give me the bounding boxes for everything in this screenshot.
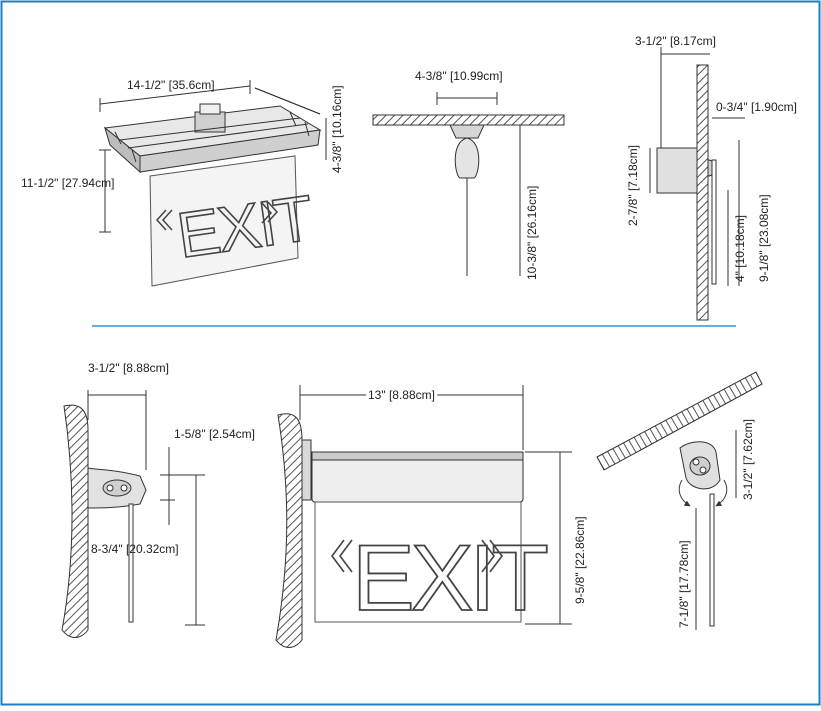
angled-mount-view xyxy=(596,371,763,630)
recessed-depth-label: 4-3/8" [10.16cm] xyxy=(330,85,344,173)
wall-bottom-projection-label: 3-1/2" [8.88cm] xyxy=(88,361,169,375)
front-exit-letters: EXIT xyxy=(352,525,548,630)
front-height-label: 9-5/8" [22.86cm] xyxy=(573,516,587,604)
angled-panel-label: 7-1/8" [17.78cm] xyxy=(677,540,691,628)
wall-top-mount-label: 2-7/8" [7.18cm] xyxy=(626,145,640,226)
pendant-drop-label: 10-3/8" [26.16cm] xyxy=(525,186,539,280)
wall-top-projection-label: 3-1/2" [8.17cm] xyxy=(635,34,716,48)
front-width-label: 13" [8.88cm] xyxy=(368,388,435,402)
wall-bottom-panel-label: 8-3/4" [20.32cm] xyxy=(91,542,179,556)
recessed-isometric-view xyxy=(99,80,327,287)
recessed-width-label: 14-1/2" [35.6cm] xyxy=(127,78,215,92)
wall-bottom-offset-label: 1-5/8" [2.54cm] xyxy=(174,427,255,441)
wall-top-offset-label: 0-3/4" [1.90cm] xyxy=(716,100,797,114)
wall-top-panel-label: 4" [10.18cm] xyxy=(733,215,747,282)
angled-swivel-label: 3-1/2" [7.62cm] xyxy=(741,419,755,500)
pendant-side-view xyxy=(372,92,565,276)
pendant-canopy-label: 4-3/8" [10.99cm] xyxy=(415,69,503,83)
wall-side-top-view xyxy=(649,47,745,321)
recessed-height-label: 11-1/2" [27.94cm] xyxy=(21,176,114,190)
front-view xyxy=(275,385,572,648)
wall-top-overall-label: 9-1/8" [23.08cm] xyxy=(757,194,771,282)
wall-side-bottom-view xyxy=(61,390,205,638)
